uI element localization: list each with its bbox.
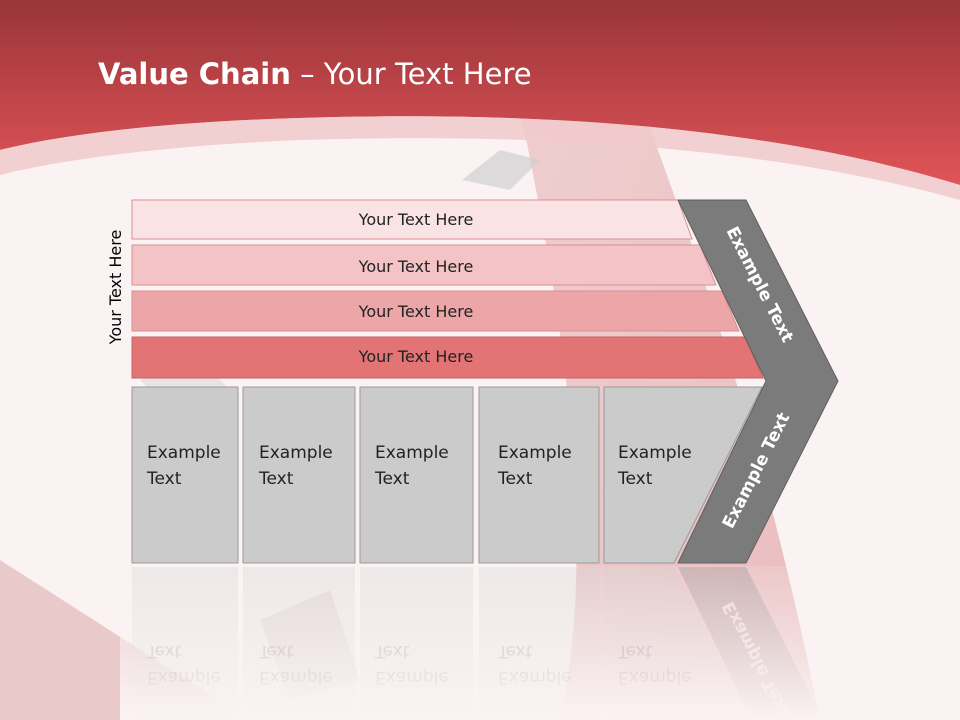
header-band bbox=[0, 0, 960, 200]
support-row-label: Your Text Here bbox=[358, 347, 474, 366]
support-row-3: Your Text Here bbox=[131, 290, 740, 332]
side-label: Your Text Here bbox=[106, 230, 125, 346]
primary-activity-line1: Example bbox=[375, 443, 449, 463]
title-rest-part: – Your Text Here bbox=[291, 57, 532, 91]
primary-activity-4: Example Text bbox=[478, 386, 600, 564]
support-row-label: Your Text Here bbox=[358, 210, 474, 229]
primary-activity-3: Example Text bbox=[359, 386, 474, 564]
primary-activity-1: Example Text bbox=[131, 386, 239, 564]
primary-activity-line1: Example bbox=[618, 443, 692, 463]
primary-activity-5: Example Text bbox=[603, 386, 763, 564]
primary-activity-line2: Text bbox=[258, 469, 294, 489]
support-row-label: Your Text Here bbox=[358, 257, 474, 276]
support-row-2: Your Text Here bbox=[131, 244, 717, 286]
primary-activity-line2: Text bbox=[617, 469, 653, 489]
support-row-4: Your Text Here bbox=[131, 336, 764, 379]
slide-title: Value Chain – Your Text Here bbox=[98, 57, 532, 91]
support-activities: Your Text Here Your Text Here Your Text … bbox=[131, 199, 764, 379]
support-row-label: Your Text Here bbox=[358, 302, 474, 321]
support-row-1: Your Text Here bbox=[131, 199, 693, 240]
primary-activity-line2: Text bbox=[374, 469, 410, 489]
primary-activity-line2: Text bbox=[146, 469, 182, 489]
primary-activities: Example Text Example Text Example Text E… bbox=[131, 386, 763, 564]
title-bold-part: Value Chain bbox=[98, 57, 291, 91]
reflection-fade bbox=[120, 566, 860, 720]
primary-activity-line2: Text bbox=[497, 469, 533, 489]
primary-activity-line1: Example bbox=[147, 443, 221, 463]
primary-activity-line1: Example bbox=[498, 443, 572, 463]
primary-activity-2: Example Text bbox=[242, 386, 356, 564]
primary-activity-line1: Example bbox=[259, 443, 333, 463]
